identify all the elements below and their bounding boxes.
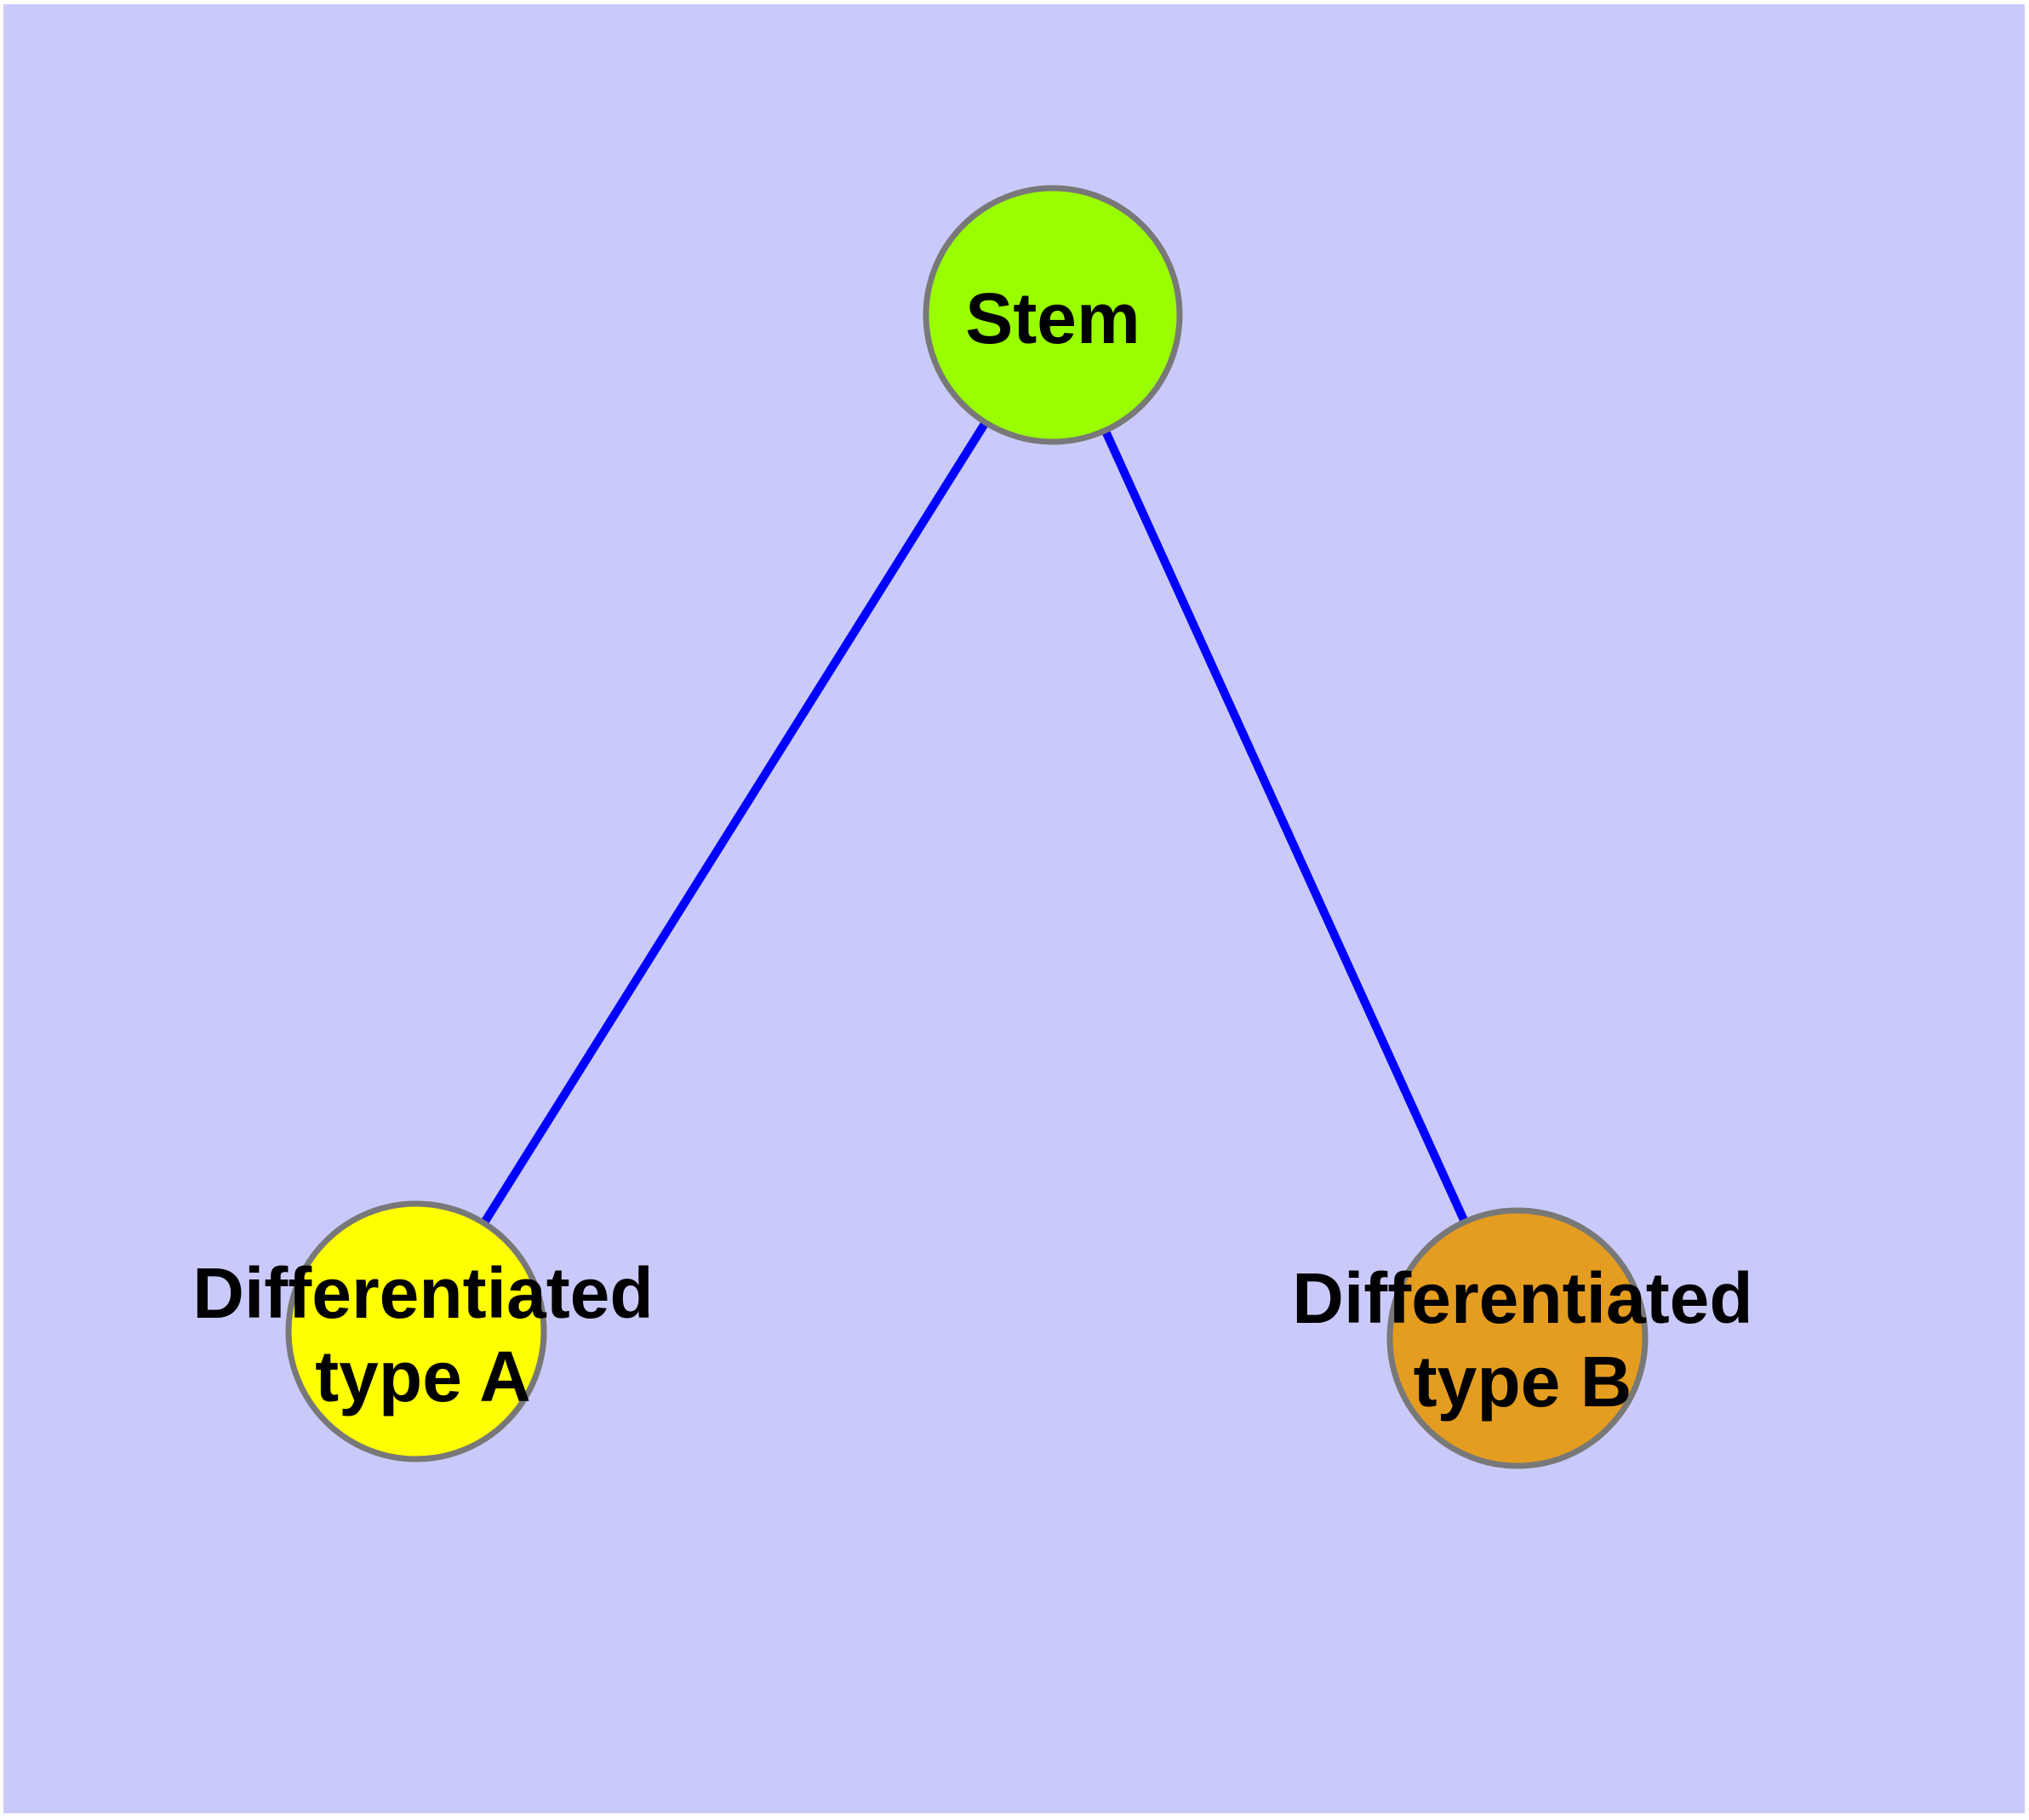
edge-stem-to-type-a [412,312,1057,1334]
node-type-b-circle [1386,1207,1649,1469]
node-type-a-circle [285,1200,547,1462]
node-type-b-label: Differentiated type B [1292,1256,1752,1423]
node-stem-circle [923,185,1183,445]
node-type-b-label-line1: Differentiated [1292,1258,1753,1338]
node-type-a-label: Differentiated type A [192,1251,653,1418]
node-stem-label: Stem [965,278,1140,358]
edge-stem-to-type-b [1049,312,1522,1341]
node-type-a-label-line2: type A [315,1336,531,1417]
node-type-a-label-line1: Differentiated [192,1253,654,1333]
node-type-b-label-line2: type B [1413,1342,1632,1422]
